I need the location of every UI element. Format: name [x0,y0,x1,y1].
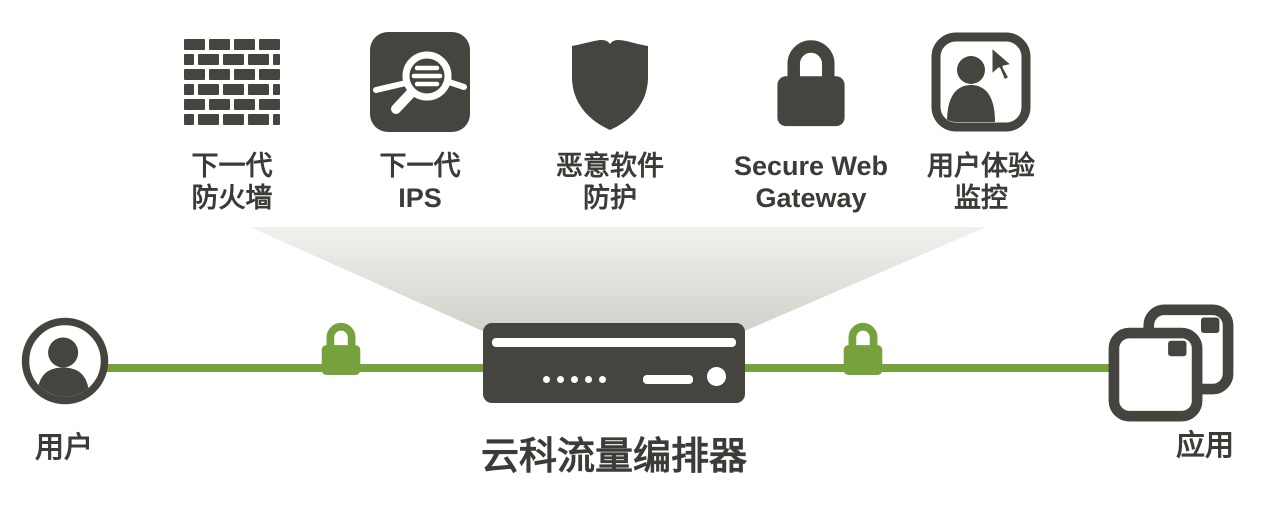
service-label-line1: 下一代 [379,151,461,181]
padlock-icon [314,318,368,383]
service-label: 用户体验 监控 [927,150,1035,214]
inspection-magnifier-icon [370,20,470,144]
user-label: 用户 [34,432,93,464]
lock-icon [763,20,859,144]
service-label: 恶意软件 防护 [556,150,664,214]
apps-label: 应用 [1175,430,1234,462]
appliance-slot [643,375,693,384]
appliance-led-dots [543,376,606,383]
firewall-icon [184,20,280,144]
appliance-icon [483,323,745,403]
service-label-line1: 下一代 [191,151,273,181]
service-label-line2: Gateway [755,183,867,213]
service-label-line2: 监控 [954,183,1008,213]
padlock-icon [836,318,890,383]
service-label-line2: 防火墙 [191,183,273,213]
shield-icon [562,20,658,144]
service-label: 下一代 防火墙 [192,150,273,214]
service-secure-web-gateway: Secure Web Gateway [721,20,901,214]
service-label: Secure Web Gateway [734,150,888,214]
user-icon [18,314,112,413]
orchestrator-label: 云科流量编排器 [480,436,747,478]
service-label-line2: 防护 [583,183,637,213]
service-label-line1: 恶意软件 [556,151,664,181]
service-next-gen-ips: 下一代 IPS [330,20,510,214]
appliance-vent-stripe [492,338,736,347]
user-monitor-icon [931,20,1031,144]
service-next-gen-firewall: 下一代 防火墙 [142,20,322,214]
service-label-line2: IPS [398,183,442,213]
app-windows-icon [1108,304,1234,427]
service-label: 下一代 IPS [380,150,461,214]
service-malware-protection: 恶意软件 防护 [520,20,700,214]
service-user-experience-monitor: 用户体验 监控 [891,20,1071,214]
service-label-line1: 用户体验 [927,151,1035,181]
funnel-shape [250,227,986,331]
appliance-power-button [707,367,726,386]
service-label-line1: Secure Web [733,151,889,181]
